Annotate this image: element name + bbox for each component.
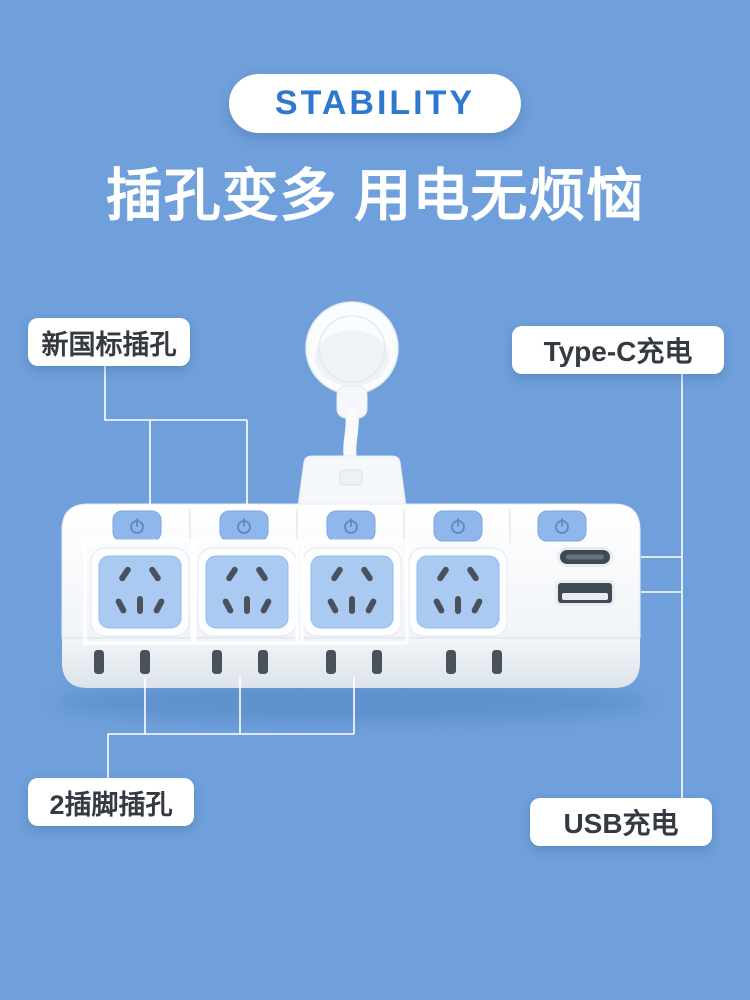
switch-row	[112, 510, 587, 542]
socket	[197, 547, 297, 637]
type-c-port	[557, 547, 613, 567]
two-pin-slot	[212, 650, 222, 674]
plug-head-shading	[315, 330, 389, 386]
two-pin-slot	[140, 650, 150, 674]
socket-row	[90, 547, 508, 637]
two-pin-slot	[326, 650, 336, 674]
socket	[90, 547, 190, 637]
plug-head-ring	[318, 315, 386, 383]
socket-hole	[327, 598, 339, 614]
two-pin-slot	[258, 650, 268, 674]
power-plug	[297, 301, 407, 507]
socket-hole	[226, 566, 238, 582]
socket-hole	[331, 566, 343, 582]
callout-line-new-standard	[104, 366, 248, 506]
socket-hole	[153, 598, 165, 614]
socket-hole	[349, 596, 355, 614]
socket-hole	[455, 596, 461, 614]
callout-line-ports	[641, 374, 683, 798]
socket-hole	[149, 566, 161, 582]
callout-label-new-standard: 新国标插孔	[28, 318, 190, 366]
two-pin-row	[94, 650, 502, 674]
socket-highlight-box	[190, 539, 304, 645]
socket-hole	[260, 598, 272, 614]
socket-hole	[365, 598, 377, 614]
power-icon	[451, 518, 465, 534]
power-switch	[112, 510, 162, 542]
callout-label-type-c-text: Type-C充电	[543, 336, 693, 367]
socket-hole	[361, 566, 373, 582]
socket-hole	[256, 566, 268, 582]
cable-entry-detail	[339, 469, 363, 486]
power-icon	[555, 518, 569, 534]
socket-hole	[433, 598, 445, 614]
callout-line-two-pin	[107, 677, 355, 778]
socket-hole	[119, 566, 131, 582]
power-switch	[219, 510, 269, 542]
socket-hole	[115, 598, 127, 614]
power-switch	[326, 510, 376, 542]
socket-highlight-box	[83, 539, 197, 645]
strip-shadow	[54, 683, 650, 723]
power-switch	[433, 510, 483, 542]
stability-badge-label: STABILITY	[274, 84, 476, 122]
charging-ports	[555, 547, 615, 606]
power-cable	[343, 405, 359, 469]
socket-hole	[437, 566, 449, 582]
two-pin-slot	[492, 650, 502, 674]
page-title: 插孔变多 用电无烦恼	[105, 164, 645, 228]
callout-label-two-pin-text: 2插脚插孔	[49, 789, 173, 820]
callout-label-two-pin: 2插脚插孔	[28, 778, 194, 826]
socket-hole	[471, 598, 483, 614]
socket-hole	[467, 566, 479, 582]
callout-label-type-c: Type-C充电	[512, 326, 724, 374]
socket	[302, 547, 402, 637]
two-pin-slot	[94, 650, 104, 674]
usb-port	[555, 580, 615, 606]
socket-hole	[222, 598, 234, 614]
power-icon	[237, 518, 251, 534]
stability-badge: STABILITY	[228, 74, 522, 133]
callout-label-new-standard-text: 新国标插孔	[41, 329, 177, 360]
socket-hole	[137, 596, 143, 614]
callout-label-usb-text: USB充电	[563, 808, 679, 839]
power-switch	[537, 510, 587, 542]
socket-highlight-box	[295, 539, 409, 645]
two-pin-slot	[446, 650, 456, 674]
power-icon	[130, 518, 144, 534]
callout-label-usb: USB充电	[530, 798, 712, 846]
socket	[408, 547, 508, 637]
two-pin-slot	[372, 650, 382, 674]
power-icon	[344, 518, 358, 534]
socket-hole	[244, 596, 250, 614]
